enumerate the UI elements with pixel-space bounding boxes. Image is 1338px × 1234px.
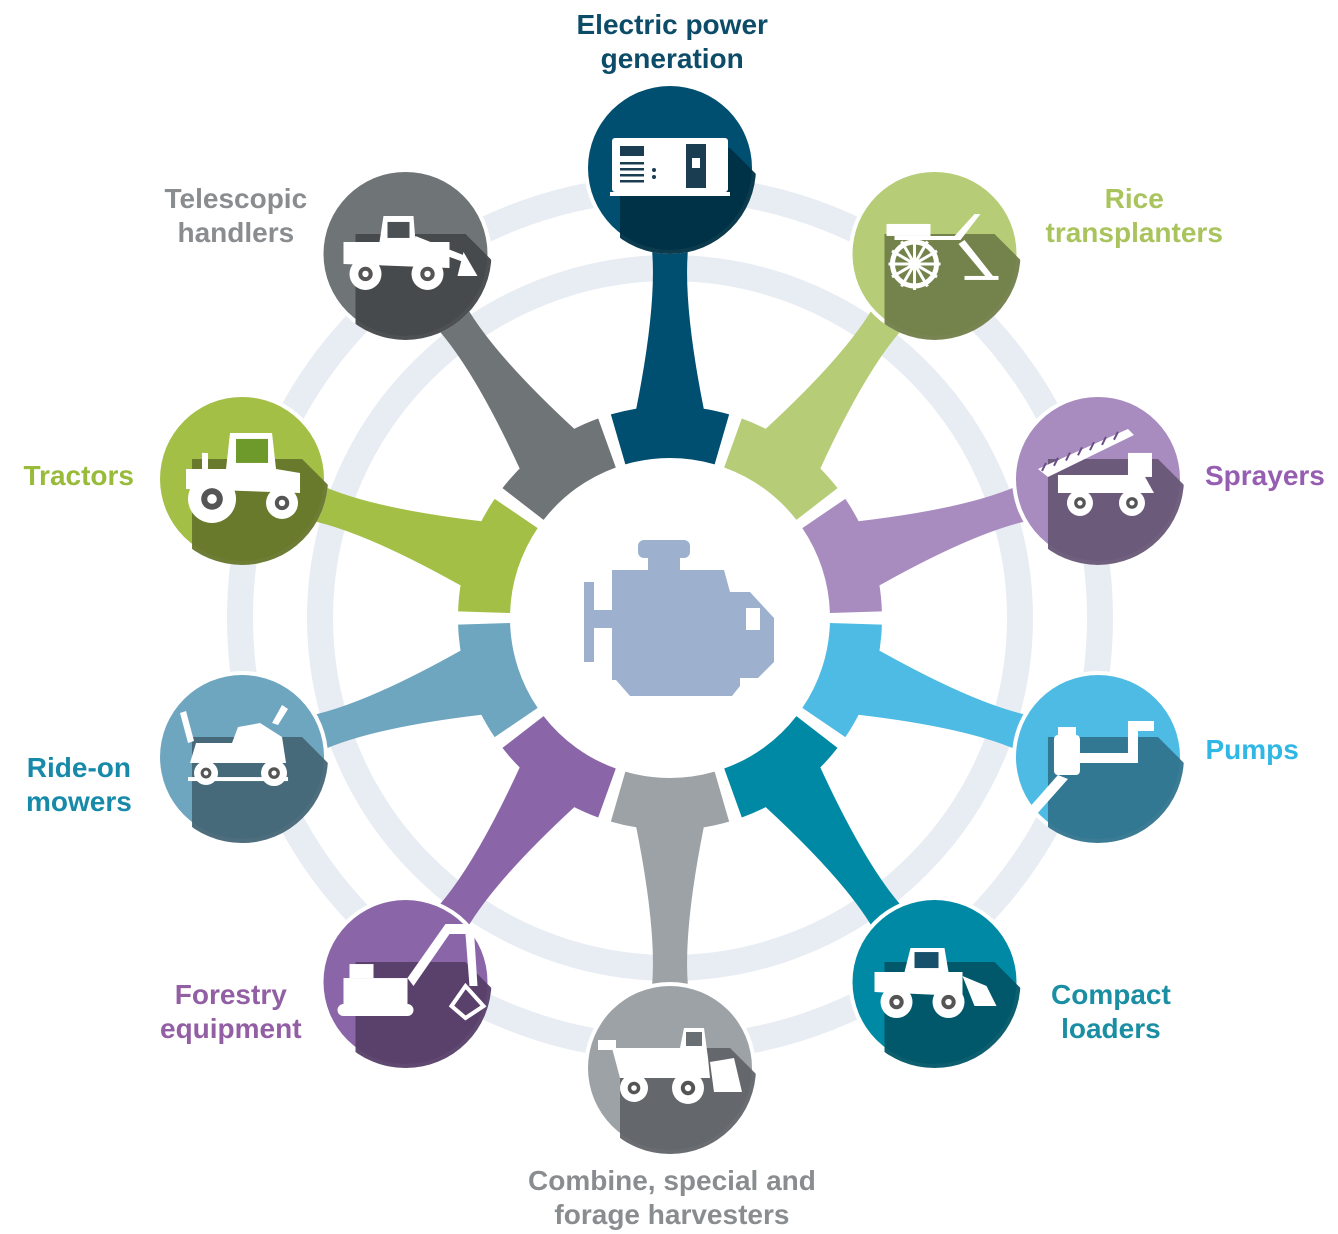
label-line: mowers bbox=[26, 786, 132, 817]
segment-rice-transplanters bbox=[724, 418, 838, 520]
circle-pumps bbox=[1011, 671, 1184, 844]
label-line: loaders bbox=[1061, 1013, 1161, 1044]
label-line: Compact bbox=[1051, 979, 1171, 1010]
label-sprayers: Sprayers bbox=[1205, 459, 1325, 493]
connector-stems bbox=[298, 234, 1042, 1002]
label-line: Sprayers bbox=[1205, 460, 1325, 491]
label-line: forage harvesters bbox=[554, 1199, 790, 1230]
label-line: Pumps bbox=[1205, 734, 1299, 765]
label-pumps: Pumps bbox=[1206, 733, 1299, 767]
label-line: Electric power bbox=[576, 9, 768, 40]
label-line: handlers bbox=[177, 217, 295, 248]
segment-electric-power-generation bbox=[610, 406, 730, 465]
loader-icon bbox=[874, 948, 997, 1019]
segment-ring bbox=[458, 406, 882, 830]
segment-pumps bbox=[802, 623, 882, 738]
engine-icon bbox=[584, 540, 774, 696]
sprayer-icon bbox=[1037, 428, 1154, 516]
segment-compact-loaders bbox=[724, 716, 838, 818]
label-line: transplanters bbox=[1045, 217, 1223, 248]
label-line: Ride-on bbox=[26, 752, 132, 783]
label-line: Forestry bbox=[174, 979, 287, 1010]
engine-hub bbox=[516, 464, 824, 772]
segment-ride-on-mowers bbox=[458, 623, 538, 738]
segment-combine-harvesters bbox=[610, 771, 730, 830]
segment-telescopic-handlers bbox=[502, 418, 616, 520]
segment-forestry-equipment bbox=[502, 716, 616, 818]
harvester-icon bbox=[598, 1028, 742, 1104]
stem-electric-power-generation bbox=[636, 234, 704, 410]
stem-sprayers bbox=[857, 480, 1042, 587]
stem-telescopic-handlers bbox=[428, 295, 576, 470]
segment-sprayers bbox=[802, 498, 882, 613]
label-tractors: Tractors bbox=[24, 459, 135, 493]
label-line: Telescopic bbox=[164, 183, 308, 214]
stem-compact-loaders bbox=[764, 766, 912, 941]
circle-forestry-equipment bbox=[319, 896, 492, 1069]
stem-tractors bbox=[298, 480, 483, 587]
stem-combine-harvesters bbox=[636, 826, 704, 1002]
label-line: Tractors bbox=[23, 460, 135, 491]
generator-icon bbox=[610, 138, 730, 196]
excavator-icon bbox=[337, 924, 487, 1021]
pump-icon bbox=[1027, 721, 1154, 816]
mower-icon bbox=[180, 705, 289, 787]
stem-ride-on-mowers bbox=[298, 649, 483, 756]
label-line: equipment bbox=[160, 1013, 302, 1044]
label-line: Rice bbox=[1104, 183, 1164, 214]
tractor-icon bbox=[186, 432, 301, 523]
stem-pumps bbox=[857, 649, 1042, 756]
stem-forestry-equipment bbox=[428, 766, 576, 941]
telehandler-icon bbox=[343, 215, 478, 290]
stem-rice-transplanters bbox=[764, 295, 912, 470]
segment-tractors bbox=[458, 498, 538, 613]
circle-sprayers bbox=[1011, 392, 1184, 565]
label-line: generation bbox=[600, 43, 744, 74]
rice-transplanter-icon bbox=[886, 213, 999, 290]
label-line: Combine, special and bbox=[528, 1165, 816, 1196]
